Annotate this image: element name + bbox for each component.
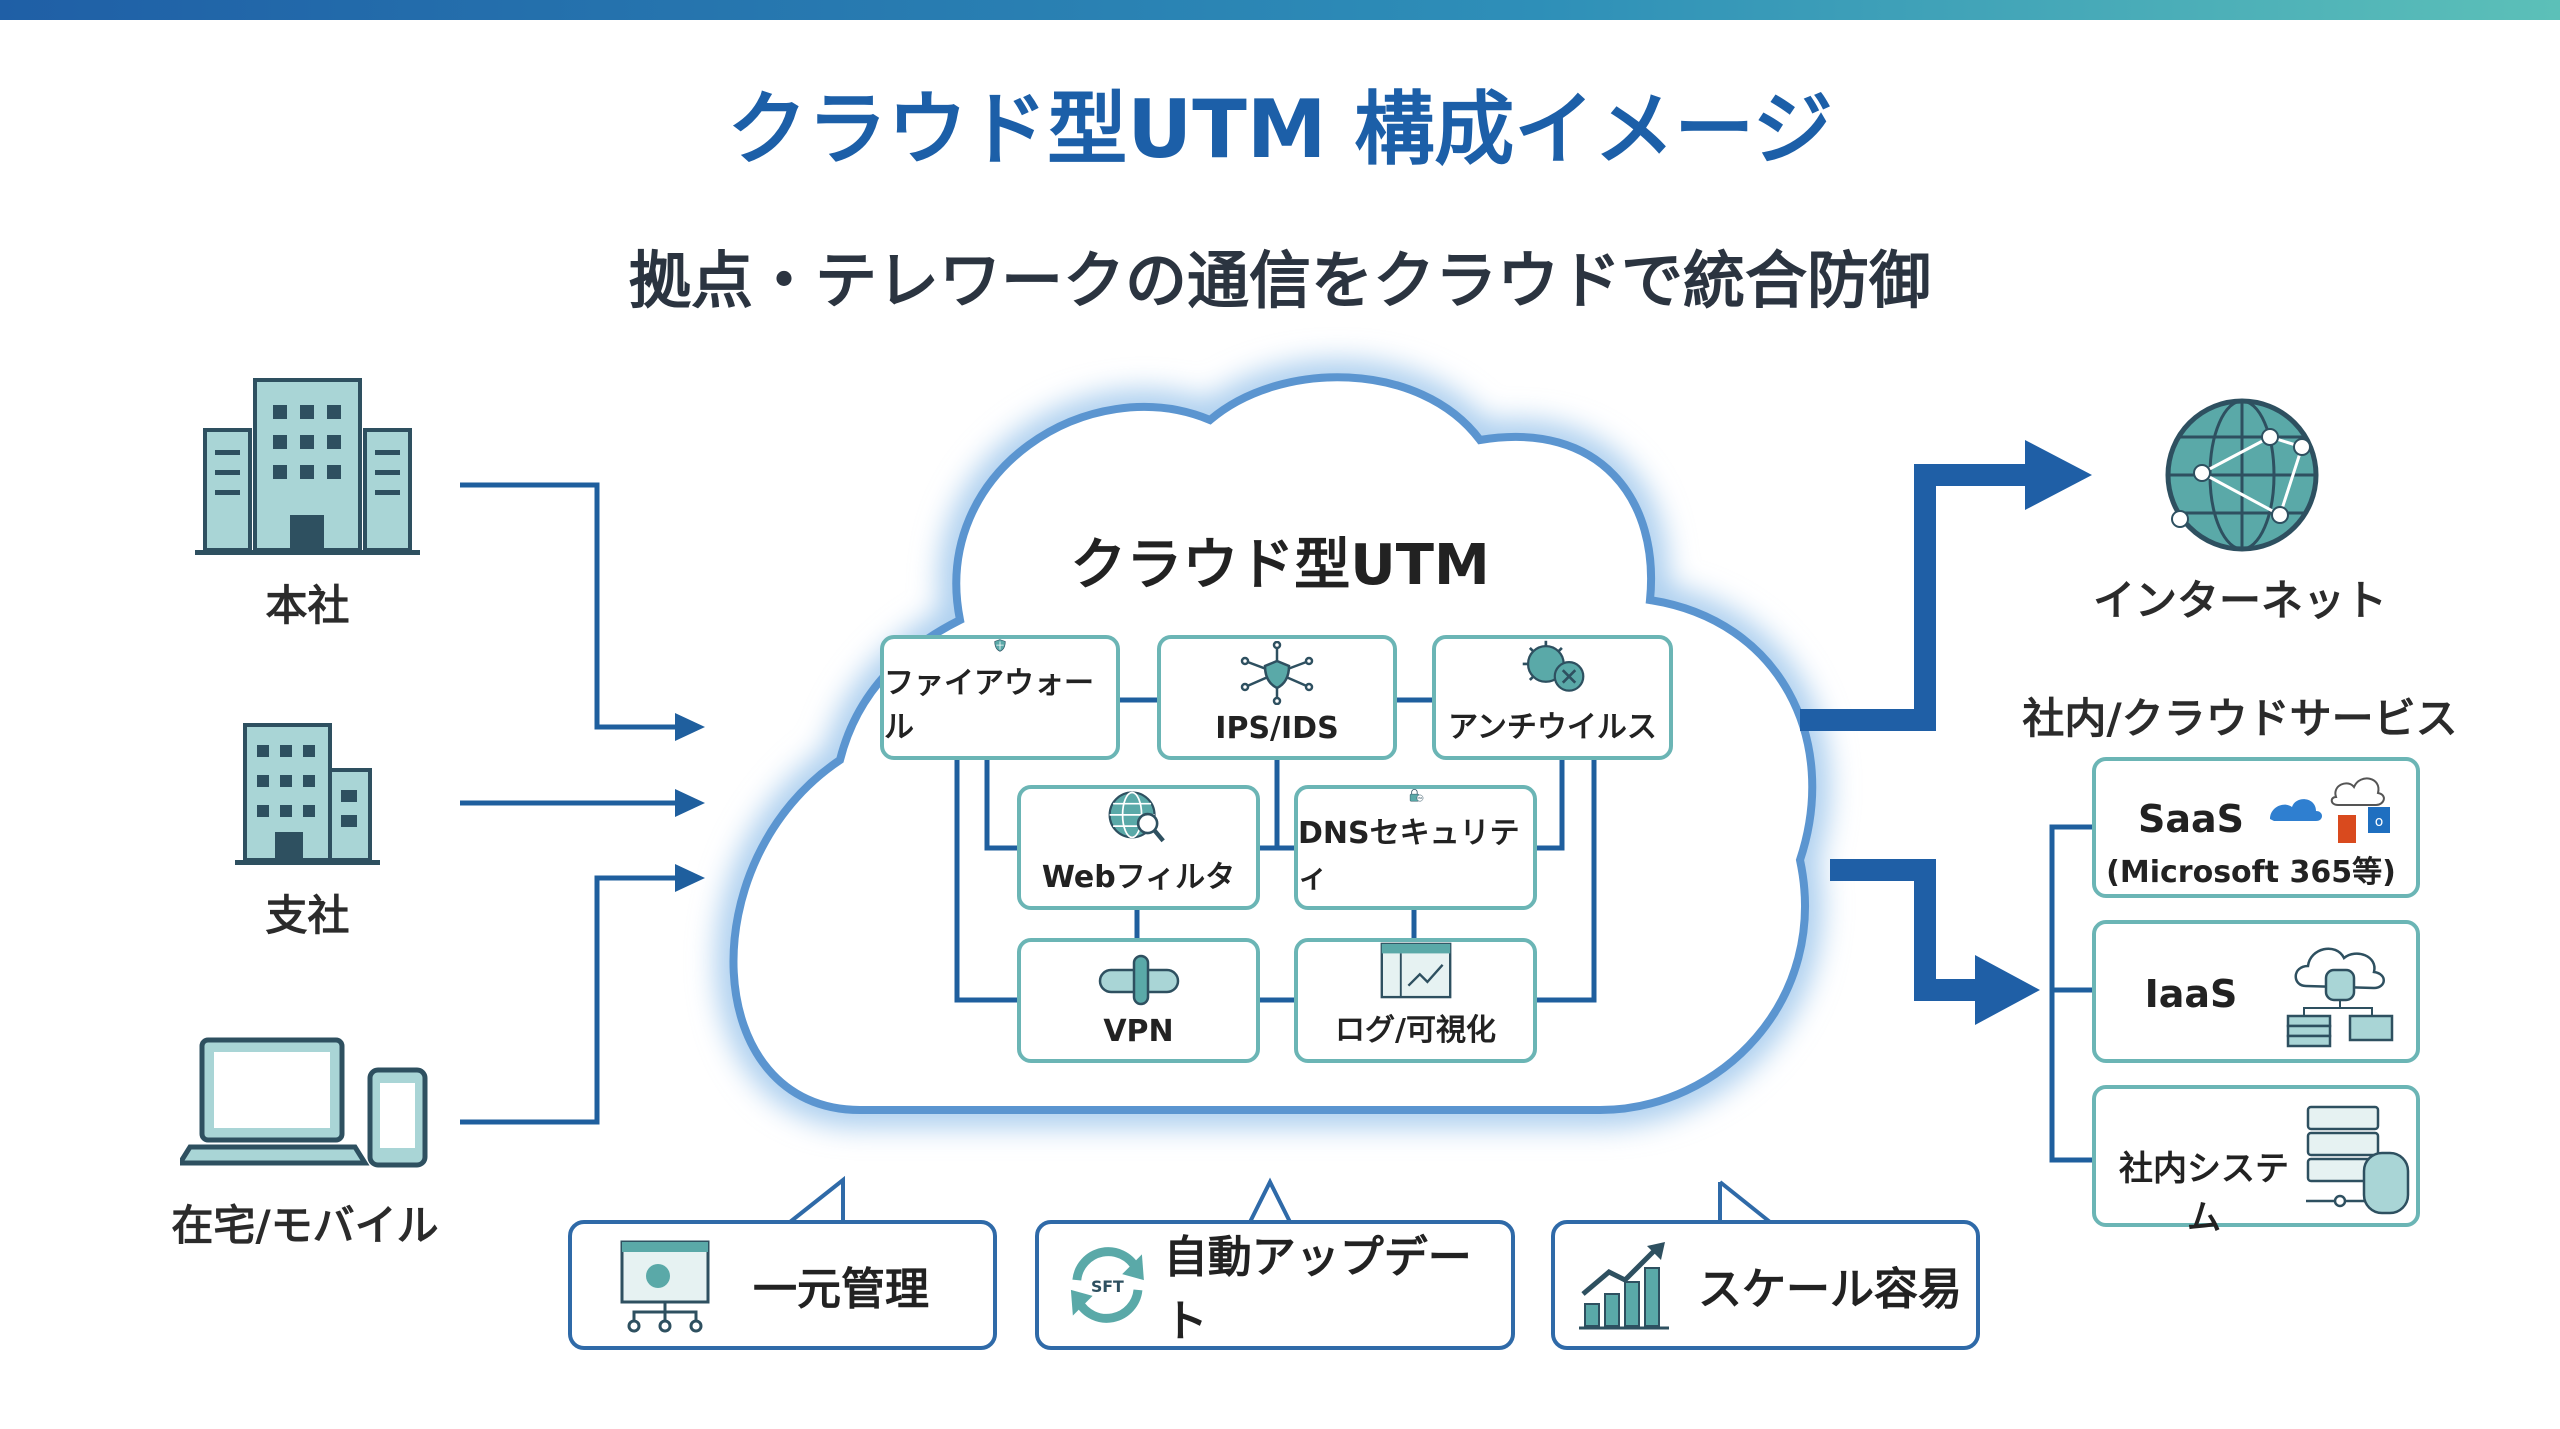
source-label-branch: 支社 <box>265 891 350 940</box>
svg-text:o: o <box>2375 814 2384 830</box>
globe-network-icon <box>2162 395 2322 559</box>
function-antivirus: アンチウイルス <box>1432 635 1673 760</box>
service-iaas: IaaS <box>2092 920 2420 1063</box>
services-heading: 社内/クラウドサービス <box>2022 694 2458 743</box>
internet-label: インターネット <box>2092 576 2387 625</box>
connector-mobile <box>460 875 680 1125</box>
function-firewall: ファイアウォール <box>880 635 1120 760</box>
benefit-central-management: 一元管理 <box>568 1220 997 1350</box>
branch-building-icon <box>235 720 380 874</box>
arrowhead <box>1975 955 2040 1025</box>
office-building-icon <box>195 375 420 564</box>
cloud-title: クラウド型UTM <box>1070 533 1490 598</box>
arrow-to-services <box>1830 859 1990 1001</box>
growth-chart-icon <box>1579 1241 1669 1329</box>
page-title: クラウド型UTM 構成イメージ <box>727 83 1833 176</box>
arrowhead <box>2025 440 2092 510</box>
dashboard-chart-icon <box>1380 942 1451 999</box>
arrow-to-internet <box>1800 464 2030 731</box>
function-dns-security: DNS DNSセキュリティ <box>1294 785 1537 910</box>
service-internal-system: 社内システム <box>2092 1085 2420 1238</box>
arrowhead <box>675 713 705 741</box>
source-label-hq: 本社 <box>265 581 350 630</box>
server-database-icon <box>2306 1105 2410 1215</box>
page-subtitle: 拠点・テレワークの通信をクラウドで統合防御 <box>628 244 1931 317</box>
arrowhead <box>675 789 705 817</box>
central-management-icon <box>620 1240 710 1332</box>
svg-text:SFT: SFT <box>1091 1277 1124 1296</box>
connector-hq <box>460 482 680 730</box>
virus-icon <box>1522 640 1584 692</box>
arrowhead <box>675 864 705 892</box>
tunnel-icon <box>1098 954 1179 1006</box>
network-shield-icon <box>1240 641 1314 705</box>
cloud-shape <box>716 360 1830 1127</box>
shield-icon <box>994 639 1006 652</box>
services-bracket <box>2049 824 2092 1163</box>
function-log-visualization: ログ/可視化 <box>1294 938 1537 1063</box>
globe-search-icon <box>1108 791 1165 843</box>
benefit-auto-update: SFT 自動アップデート <box>1035 1220 1515 1350</box>
function-vpn: VPN <box>1017 938 1260 1063</box>
cloud-apps-icon: o <box>2270 777 2390 843</box>
top-accent-bar <box>0 0 2560 20</box>
sync-update-icon: SFT <box>1070 1247 1144 1323</box>
lock-dns-icon: DNS <box>1409 789 1423 802</box>
svg-text:DNS: DNS <box>1417 797 1422 800</box>
service-saas: SaaS (Microsoft 365等) o <box>2092 757 2420 898</box>
function-ips-ids: IPS/IDS <box>1157 635 1397 760</box>
cloud-server-icon <box>2286 947 2394 1048</box>
benefit-scalability: スケール容易 <box>1551 1220 1980 1350</box>
laptop-phone-icon <box>175 1035 435 1179</box>
function-web-filter: Webフィルタ <box>1017 785 1260 910</box>
source-label-mobile: 在宅/モバイル <box>171 1201 439 1250</box>
